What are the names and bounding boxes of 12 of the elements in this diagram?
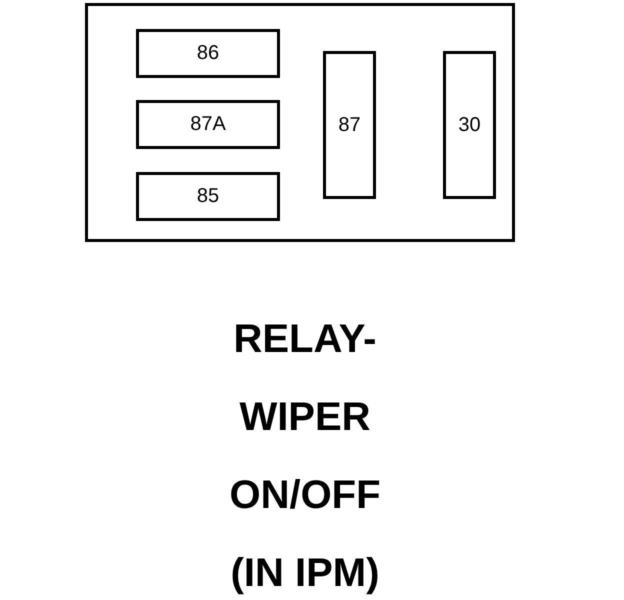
pin-number: 87 bbox=[338, 114, 361, 136]
pin-slot bbox=[136, 29, 280, 78]
pin-number: 85 bbox=[196, 185, 220, 208]
relay-outline bbox=[85, 3, 515, 242]
pin-slot bbox=[323, 51, 376, 199]
caption: RELAY- WIPER ON/OFF (IN IPM) bbox=[228, 316, 382, 597]
pin-number: 87A bbox=[190, 113, 226, 136]
pin-slot bbox=[136, 100, 280, 149]
pin-number: 86 bbox=[196, 42, 220, 65]
pin-slot bbox=[136, 172, 280, 221]
pin-slot bbox=[443, 51, 496, 199]
pin-number: 30 bbox=[458, 114, 481, 136]
